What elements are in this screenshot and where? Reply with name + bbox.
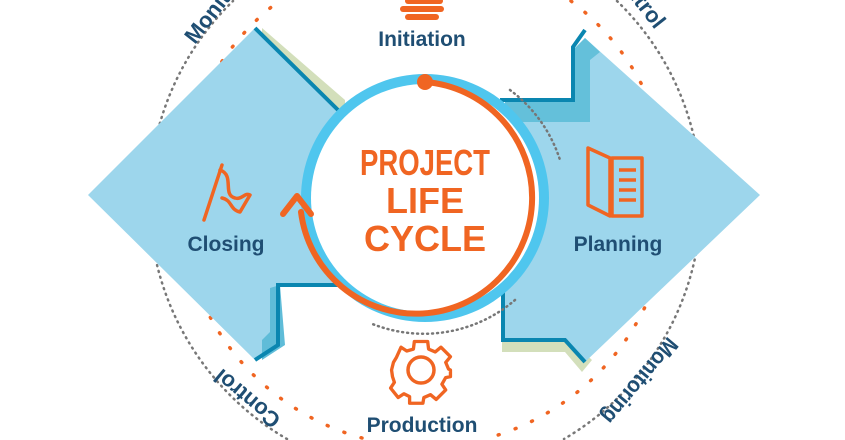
- closing-arrow-edge-top: [253, 26, 340, 112]
- stage-label-planning: Planning: [574, 233, 663, 256]
- title-line-1: PROJECT: [360, 142, 490, 183]
- book-icon: [586, 146, 644, 218]
- orange-dotted-ring-right: [486, 0, 672, 440]
- planning-arrow-accent: [502, 300, 592, 372]
- stage-label-initiation: Initiation: [378, 28, 466, 51]
- stage-label-closing: Closing: [188, 233, 265, 256]
- layers-icon: [400, 0, 444, 20]
- title-line-3: CYCLE: [364, 218, 486, 259]
- ring-label-top-right: Control: [603, 0, 671, 33]
- planning-arrow-shade: [505, 38, 600, 122]
- stage-label-production: Production: [367, 414, 478, 437]
- outer-dotted-ring-right: [562, 0, 703, 440]
- center-dotted-arc-top: [508, 88, 562, 162]
- cycle-arrow: [298, 79, 536, 317]
- cycle-arrow-start-dot: [417, 74, 433, 90]
- cycle-arrowhead-icon: [280, 193, 314, 217]
- ring-label-bottom-right: Monitoring: [597, 333, 684, 430]
- center-dotted-arc-bottom: [368, 298, 517, 335]
- title-line-2: LIFE: [386, 180, 464, 221]
- planning-arrow-edge-bottom: [501, 290, 587, 364]
- ring-label-bottom-left: Control: [209, 364, 285, 433]
- gear-icon: [388, 339, 453, 405]
- planning-arrow-edge-top: [500, 28, 587, 102]
- closing-arrow-edge-bottom: [253, 283, 338, 362]
- center-circle: [311, 84, 539, 312]
- flag-icon: [202, 163, 252, 222]
